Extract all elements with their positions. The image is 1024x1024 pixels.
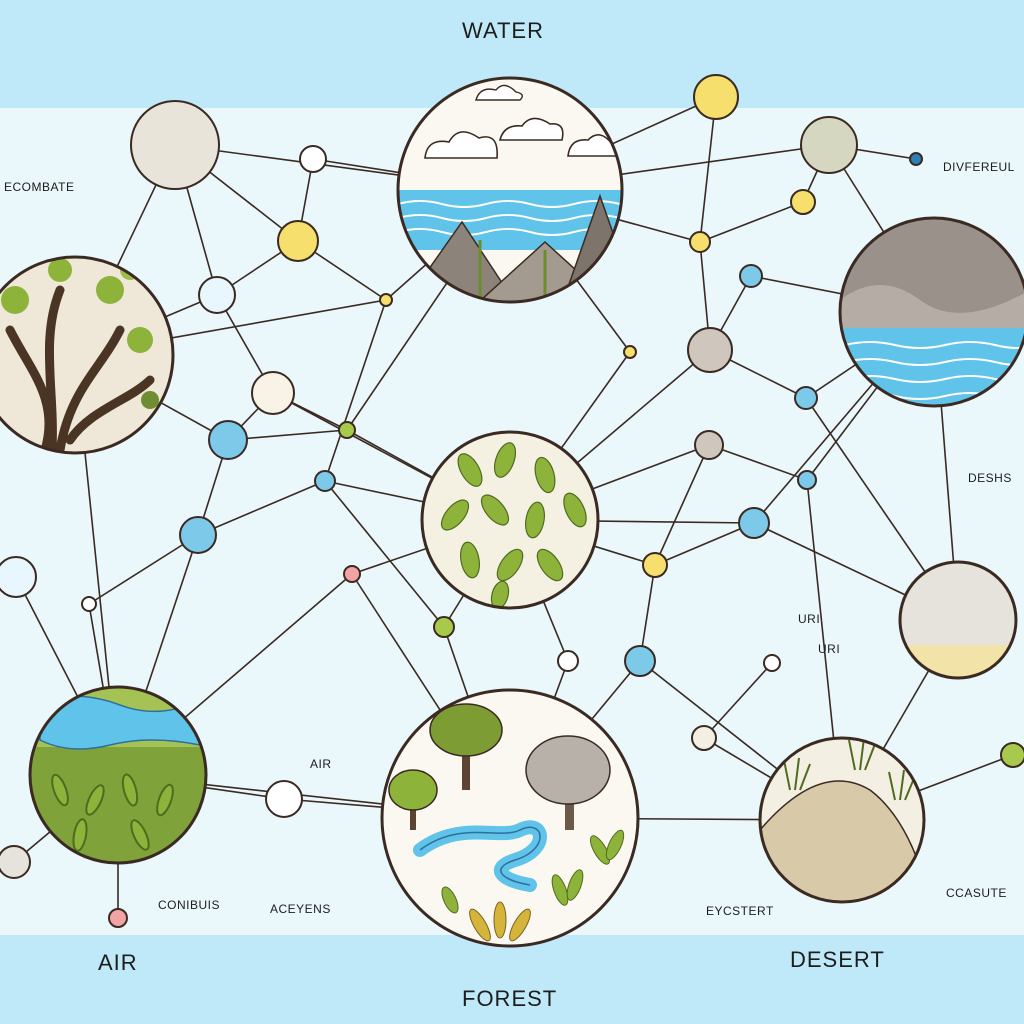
hub-lake xyxy=(838,216,1024,408)
bottom-band xyxy=(0,935,1024,1024)
title-water: WATER xyxy=(462,18,544,43)
title-forest: FOREST xyxy=(462,986,558,1011)
network-node xyxy=(623,345,637,359)
network-node xyxy=(108,908,128,928)
link-line xyxy=(639,564,656,662)
network-node xyxy=(693,74,739,120)
label-ccasute: CCASUTE xyxy=(946,886,1007,900)
hub-leaves xyxy=(420,430,600,610)
network-node xyxy=(379,293,393,307)
label-eycstert: EYCSTERT xyxy=(706,904,774,918)
network-node xyxy=(687,327,733,373)
network-node xyxy=(299,145,327,173)
label-aceyens: ACEYENS xyxy=(270,902,331,916)
network-node xyxy=(251,371,295,415)
network-node xyxy=(739,264,763,288)
label-uri-1: URI xyxy=(798,612,821,626)
network-node xyxy=(790,189,816,215)
hub-water xyxy=(396,76,624,304)
network-node xyxy=(797,470,817,490)
network-node xyxy=(794,386,818,410)
network-node xyxy=(314,470,336,492)
link-line xyxy=(654,522,755,566)
network-node xyxy=(689,231,711,253)
link-line xyxy=(699,96,717,243)
hub-dune xyxy=(758,736,926,904)
network-node xyxy=(433,616,455,638)
network-node xyxy=(277,220,319,262)
network-node xyxy=(343,565,361,583)
network-node xyxy=(800,116,858,174)
network-node xyxy=(81,596,97,612)
network-node xyxy=(738,507,770,539)
network-node xyxy=(338,421,356,439)
link-line xyxy=(197,480,326,536)
network-node xyxy=(694,430,724,460)
label-conibuis: CONIBUIS xyxy=(158,898,221,912)
network-node xyxy=(763,654,781,672)
network-node xyxy=(1000,742,1024,768)
network-node xyxy=(198,276,236,314)
title-air: AIR xyxy=(98,950,138,975)
network-node xyxy=(130,100,220,190)
label-air-small: AIR xyxy=(310,757,332,771)
link-line xyxy=(699,201,804,243)
title-desert: DESERT xyxy=(790,947,885,972)
network-node xyxy=(624,645,656,677)
link-line xyxy=(324,299,387,482)
network-node xyxy=(265,780,303,818)
network-node xyxy=(0,556,37,598)
link-line xyxy=(654,444,710,566)
hub-tree xyxy=(0,255,175,455)
connection-dots xyxy=(0,74,1024,928)
link-line xyxy=(703,662,773,739)
hub-grassland xyxy=(28,685,208,865)
label-divfereul: DIVFEREUL xyxy=(943,160,1015,174)
label-deshs: DESHS xyxy=(968,471,1012,485)
label-ecombate: ECOMBATE xyxy=(4,180,75,194)
label-uri-2: URI xyxy=(818,642,841,656)
hub-forest xyxy=(380,688,640,948)
network-node xyxy=(691,725,717,751)
hub-sand xyxy=(898,560,1018,680)
link-line xyxy=(324,480,445,628)
link-line xyxy=(88,534,199,605)
link-line xyxy=(708,444,808,481)
network-node xyxy=(208,420,248,460)
network-node xyxy=(0,845,31,879)
network-node xyxy=(557,650,579,672)
network-node xyxy=(179,516,217,554)
network-node xyxy=(642,552,668,578)
network-node xyxy=(909,152,923,166)
